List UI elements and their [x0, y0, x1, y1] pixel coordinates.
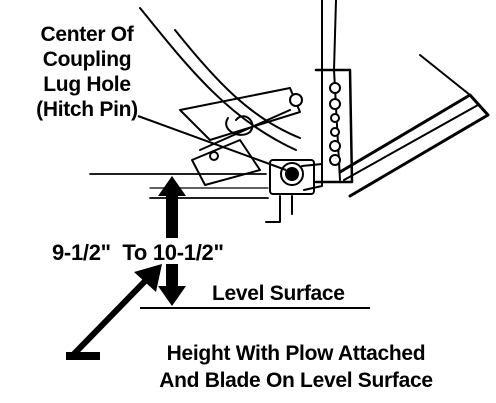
note-pointer-arrowhead: [134, 264, 162, 292]
pin-callout: Center Of Coupling Lug Hole (Hitch Pin): [4, 22, 170, 122]
callout-line-2: Coupling: [42, 48, 132, 71]
dim-arrow-down: [158, 264, 186, 306]
stand-rod: [265, 195, 293, 223]
coupling-lug: [269, 159, 315, 195]
callout-leader: [137, 115, 287, 171]
push-frame-curve-inner: [174, 29, 301, 139]
height-dimension: 9-1/2" To 10-1/2": [52, 240, 224, 266]
lug-tab: [301, 163, 323, 191]
dim-min: 9-1/2": [52, 240, 111, 265]
note-pointer-arrow: [69, 273, 153, 359]
callout-line-3: Lug Hole: [43, 73, 131, 96]
note-line-1: Height With Plow Attached: [166, 342, 426, 365]
callout-line-4: (Hitch Pin): [36, 98, 138, 121]
bracket-lower: [191, 139, 261, 186]
level-surface-label: Level Surface: [212, 282, 345, 305]
a-frame-arm-edge: [343, 104, 479, 181]
dim-max: 10-1/2": [152, 240, 224, 265]
a-frame-top: [419, 54, 471, 96]
dim-arrow-up: [158, 176, 186, 238]
note-line-2: And Blade On Level Surface: [159, 369, 433, 392]
dim-to: To: [122, 240, 148, 265]
callout-line-1: Center Of: [40, 23, 134, 46]
note-pointer-base: [66, 352, 100, 360]
hitch-pin: [285, 167, 299, 181]
height-note: Height With Plow Attached And Blade On L…: [96, 340, 496, 394]
chain-hook: [225, 115, 254, 136]
push-frame-curve: [139, 7, 297, 151]
a-frame-arm: [338, 93, 490, 198]
lift-arm: [179, 87, 301, 141]
mount-holes: [209, 82, 341, 166]
hitch-pin-ring: [280, 162, 304, 186]
mount-plate: [314, 68, 354, 184]
